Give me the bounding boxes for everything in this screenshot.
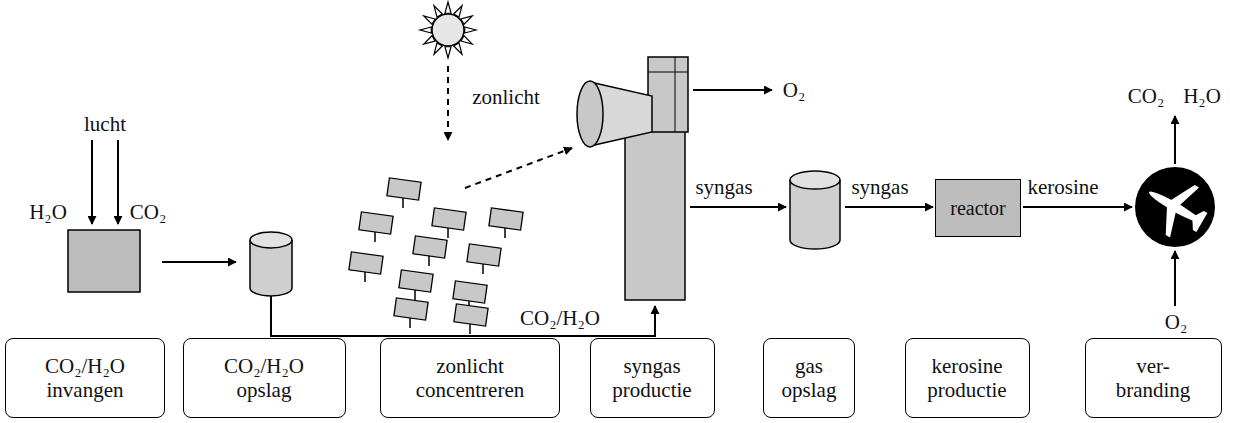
flow-label: CO₂ bbox=[128, 202, 169, 223]
oxygen-arrow bbox=[693, 89, 772, 91]
node-label: gas opslag bbox=[774, 354, 844, 402]
gas-tank bbox=[790, 171, 840, 249]
node-label: CO₂/H₂O opslag bbox=[209, 354, 319, 402]
flow-arrow bbox=[162, 261, 236, 263]
stage-box: syngas productie bbox=[590, 338, 715, 418]
sun bbox=[420, 2, 476, 58]
airplane-icon bbox=[1135, 167, 1217, 248]
node-label: syngas productie bbox=[602, 354, 702, 402]
flow-label: lucht bbox=[82, 114, 128, 135]
stage-box: gas opslag bbox=[763, 338, 855, 418]
stage-box: zonlicht concentreren bbox=[380, 338, 560, 418]
air-arrow bbox=[117, 140, 119, 224]
node-label: ver- branding bbox=[1108, 354, 1198, 402]
flow-label: CO₂ bbox=[1126, 86, 1167, 107]
sunlight-arrow bbox=[447, 66, 449, 140]
kerosine-arrow bbox=[1023, 206, 1132, 208]
air-arrow bbox=[91, 140, 93, 224]
flow-label: syngas bbox=[849, 177, 910, 198]
reactor-box: reactor bbox=[935, 179, 1021, 237]
node-label: zonlicht concentreren bbox=[395, 354, 545, 402]
stage-box: ver- branding bbox=[1085, 338, 1222, 418]
flow-label: O₂ bbox=[1163, 312, 1190, 333]
node-label: reactor bbox=[950, 197, 1006, 220]
flow-label: O₂ bbox=[781, 80, 808, 101]
exhaust-arrow bbox=[1174, 116, 1176, 164]
oxygen-arrow bbox=[1174, 251, 1176, 306]
node-label: kerosine productie bbox=[917, 354, 1017, 402]
solar-tower bbox=[577, 57, 688, 300]
flow-label: syngas bbox=[693, 177, 754, 198]
flow-label: H₂O bbox=[1181, 86, 1223, 107]
capture-unit bbox=[68, 230, 140, 292]
stage-box: CO₂/H₂O invangen bbox=[5, 338, 165, 418]
flow-label: H₂O bbox=[27, 202, 69, 223]
stage-box: CO₂/H₂O opslag bbox=[183, 338, 346, 418]
storage-tank bbox=[250, 232, 292, 296]
syngas-arrow bbox=[845, 206, 933, 208]
flow-label: zonlicht bbox=[470, 87, 542, 108]
stage-box: kerosine productie bbox=[905, 338, 1030, 418]
node-label: CO₂/H₂O invangen bbox=[25, 354, 145, 402]
pipe-arrow bbox=[271, 296, 655, 336]
reflected-light-arrow bbox=[465, 148, 572, 188]
flow-label: CO₂/H₂O bbox=[518, 308, 602, 329]
flow-label: kerosine bbox=[1025, 177, 1100, 198]
syngas-arrow bbox=[690, 206, 786, 208]
heliostat-field bbox=[349, 178, 523, 334]
